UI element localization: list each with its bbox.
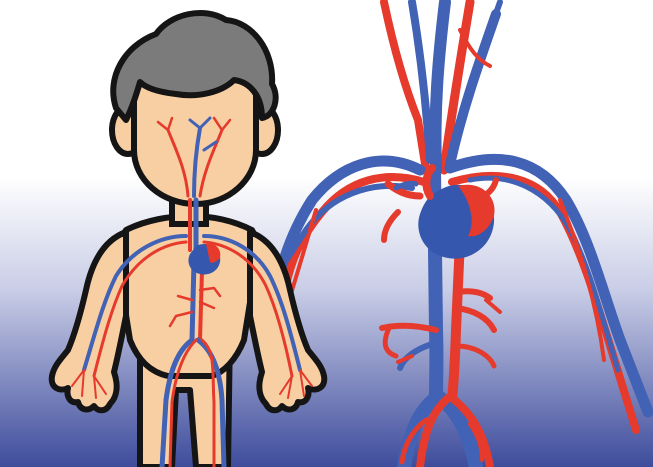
circulatory-illustration (0, 0, 653, 467)
illustration-canvas (0, 0, 653, 467)
